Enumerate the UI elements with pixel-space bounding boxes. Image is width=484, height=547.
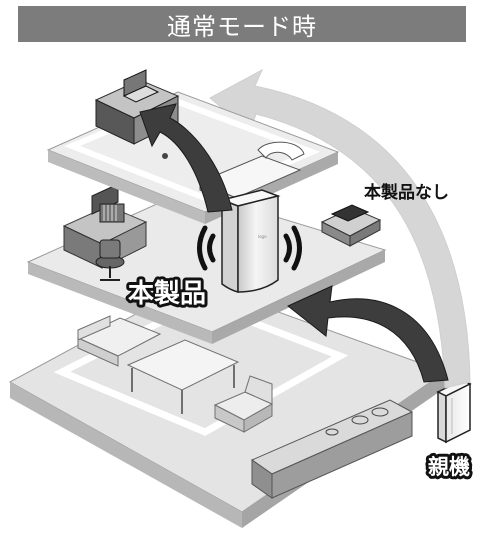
table-icon	[126, 339, 240, 414]
label-parent-outline: 親機	[428, 455, 470, 479]
bookshelf-icon	[99, 203, 125, 223]
arrow-without-product	[209, 68, 471, 389]
label-product-text: 本製品	[128, 279, 206, 309]
sofa-icon	[76, 315, 162, 367]
label-product: 本製品 本製品	[125, 276, 209, 312]
label-parent: 親機 親機	[425, 452, 473, 482]
ground-floor	[8, 281, 472, 528]
arrow-parent-to-product	[287, 285, 449, 383]
middle-floor	[26, 183, 387, 344]
wifi-waves-icon	[197, 225, 302, 271]
label-product-outline: 本製品	[128, 279, 206, 309]
extender-device: logo	[219, 189, 281, 293]
page-title: 通常モード時	[18, 6, 466, 42]
tv-stand-icon	[320, 204, 382, 247]
parent-router-icon	[436, 379, 472, 444]
label-without-product: 本製品なし	[364, 182, 449, 203]
office-chair-icon	[95, 239, 125, 281]
arrow-product-to-upstairs	[139, 103, 233, 213]
svg-text:logo: logo	[258, 234, 267, 239]
armchair-icon	[213, 375, 274, 433]
kitchen-counter-icon	[250, 399, 414, 499]
label-parent-text: 親機	[428, 455, 470, 479]
